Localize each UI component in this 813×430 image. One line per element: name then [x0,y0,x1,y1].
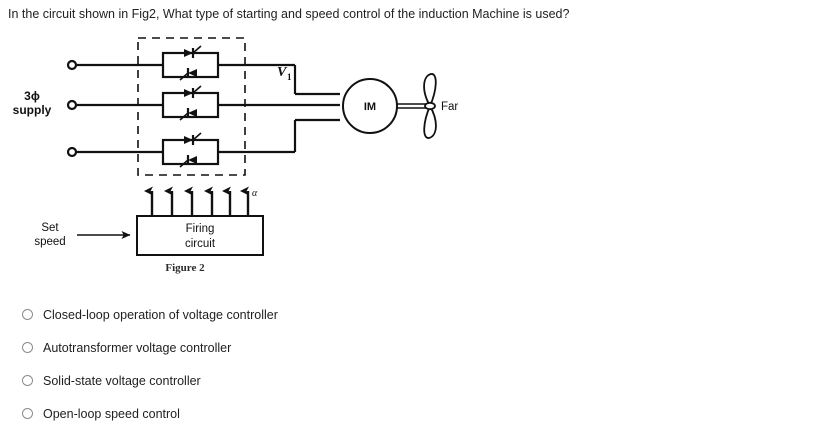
supply-terminal-b [66,99,78,111]
supply-terminal-a [66,59,78,71]
output-voltage-label: V [277,65,288,80]
figure-caption: Figure 2 [165,262,205,274]
scr-c2-gate-lead [179,159,189,168]
scr-c1-triangle [184,136,193,144]
output-voltage-label-sub: 1 [287,72,292,82]
option-label-2: Autotransformer voltage controller [43,340,232,355]
firing-circuit-label-line1: Firing [186,223,215,235]
fan-blade-lower [423,103,437,139]
supply-label-line2: supply [13,103,52,117]
phase-b-group [66,85,340,121]
scr-b2-triangle [188,109,197,117]
scr-b2-gate-lead [179,112,189,121]
circuit-figure: V 1 3ϕ supply IM Far α Firing [0,28,520,283]
supply-terminal-c [66,146,78,158]
scr-a1-triangle [184,49,193,57]
option-row-4[interactable]: Open-loop speed control [22,397,442,430]
radio-button-3[interactable] [22,375,33,386]
induction-motor-label: IM [364,101,376,113]
fan-blade-upper [423,73,437,109]
radio-button-4[interactable] [22,408,33,419]
phase-c-group [66,118,340,168]
circuit-diagram-svg: V 1 3ϕ supply IM Far α Firing [13,37,458,274]
option-label-3: Solid-state voltage controller [43,373,201,388]
fan-load-group [423,73,437,139]
set-speed-label-line1: Set [41,222,59,234]
scr-b1-gate-lead [192,85,202,94]
gate-pulse-arrows [144,186,250,216]
radio-button-1[interactable] [22,309,33,320]
induction-motor-circle [342,78,398,134]
question-stem: In the circuit shown in Fig2, What type … [8,7,570,21]
radio-button-2[interactable] [22,342,33,353]
scr-c1-gate-lead [192,132,202,141]
scr-b1-triangle [184,89,193,97]
option-row-2[interactable]: Autotransformer voltage controller [22,331,442,364]
option-label-4: Open-loop speed control [43,406,180,421]
scr-c2-triangle [188,156,197,164]
option-label-1: Closed-loop operation of voltage control… [43,307,278,322]
scr-a1-gate-lead [192,45,202,54]
option-row-3[interactable]: Solid-state voltage controller [22,364,442,397]
fan-load-label: Far [441,101,458,113]
converter-dashed-enclosure [137,37,246,176]
option-row-1[interactable]: Closed-loop operation of voltage control… [22,298,442,331]
scr-a2-triangle [188,69,197,77]
phase-a-group [66,45,340,96]
firing-angle-label: α [252,188,258,199]
supply-label-line1: 3ϕ [24,89,40,103]
firing-circuit-box [136,215,264,256]
set-speed-label-line2: speed [34,236,65,248]
answer-options-list: Closed-loop operation of voltage control… [22,298,442,430]
scr-a2-gate-lead [179,72,189,81]
fan-hub [424,101,436,111]
firing-circuit-label-line2: circuit [185,238,216,250]
